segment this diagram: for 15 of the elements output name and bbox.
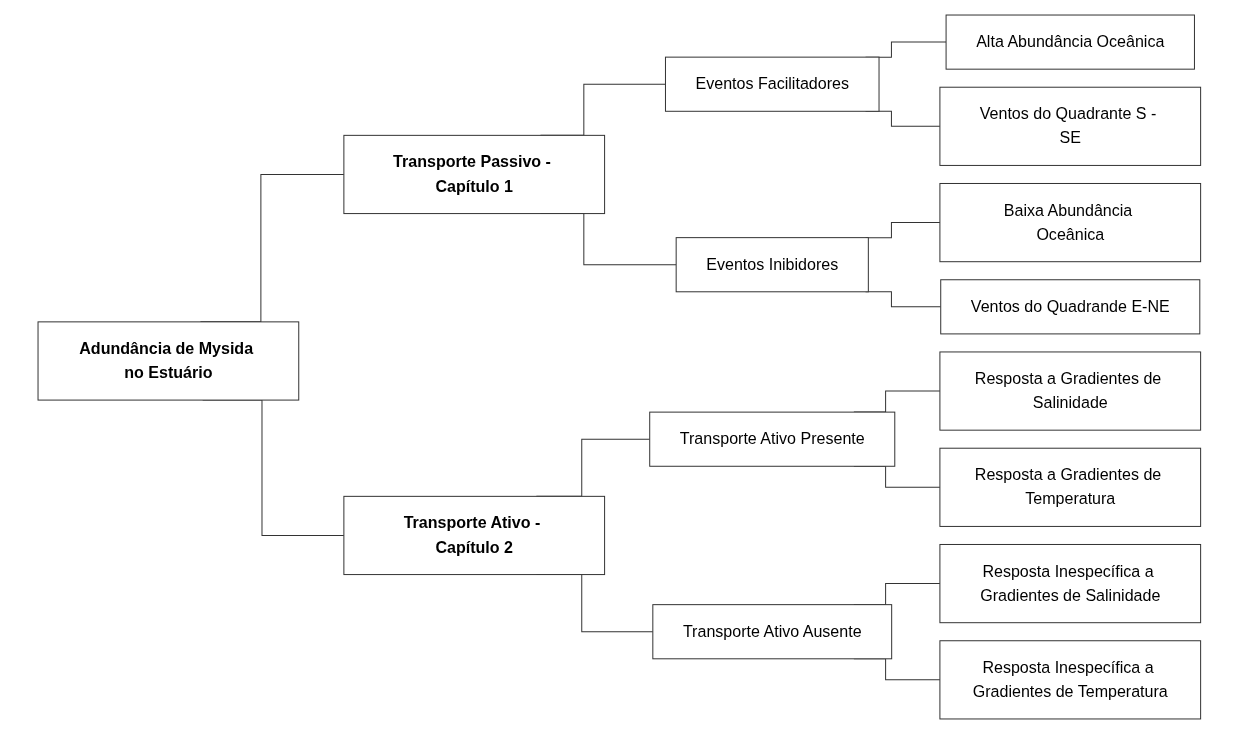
node-box: Ventos do Quadrande E-NE <box>939 278 1200 334</box>
node-box: Eventos Facilitadores <box>664 56 880 112</box>
node-box: Alta Abundância Oceânica <box>945 14 1195 70</box>
node-box: Resposta a Gradientes de Salinidade <box>939 350 1201 431</box>
node-box: Ventos do Quadrante S - SE <box>939 86 1201 166</box>
node-box: Resposta Inespecífica a Gradientes de Temperatura <box>939 639 1201 719</box>
node-box: Transporte Ativo Ausente <box>652 603 892 659</box>
node-box: Resposta a Gradientes de Temperatura <box>939 447 1201 527</box>
node-box: Eventos Inibidores <box>675 236 869 292</box>
node-box: Baixa Abundância Oceânica <box>939 182 1201 262</box>
node-box: Transporte Ativo Presente <box>648 411 895 467</box>
node-box: Transporte Passivo - Capítulo 1 <box>343 134 605 214</box>
node-box: Adundância de Mysida no Estuário <box>37 320 299 401</box>
node-box: Transporte Ativo - Capítulo 2 <box>343 495 605 575</box>
node-box: Resposta Inespecífica a Gradientes de Salinidade <box>939 543 1201 623</box>
